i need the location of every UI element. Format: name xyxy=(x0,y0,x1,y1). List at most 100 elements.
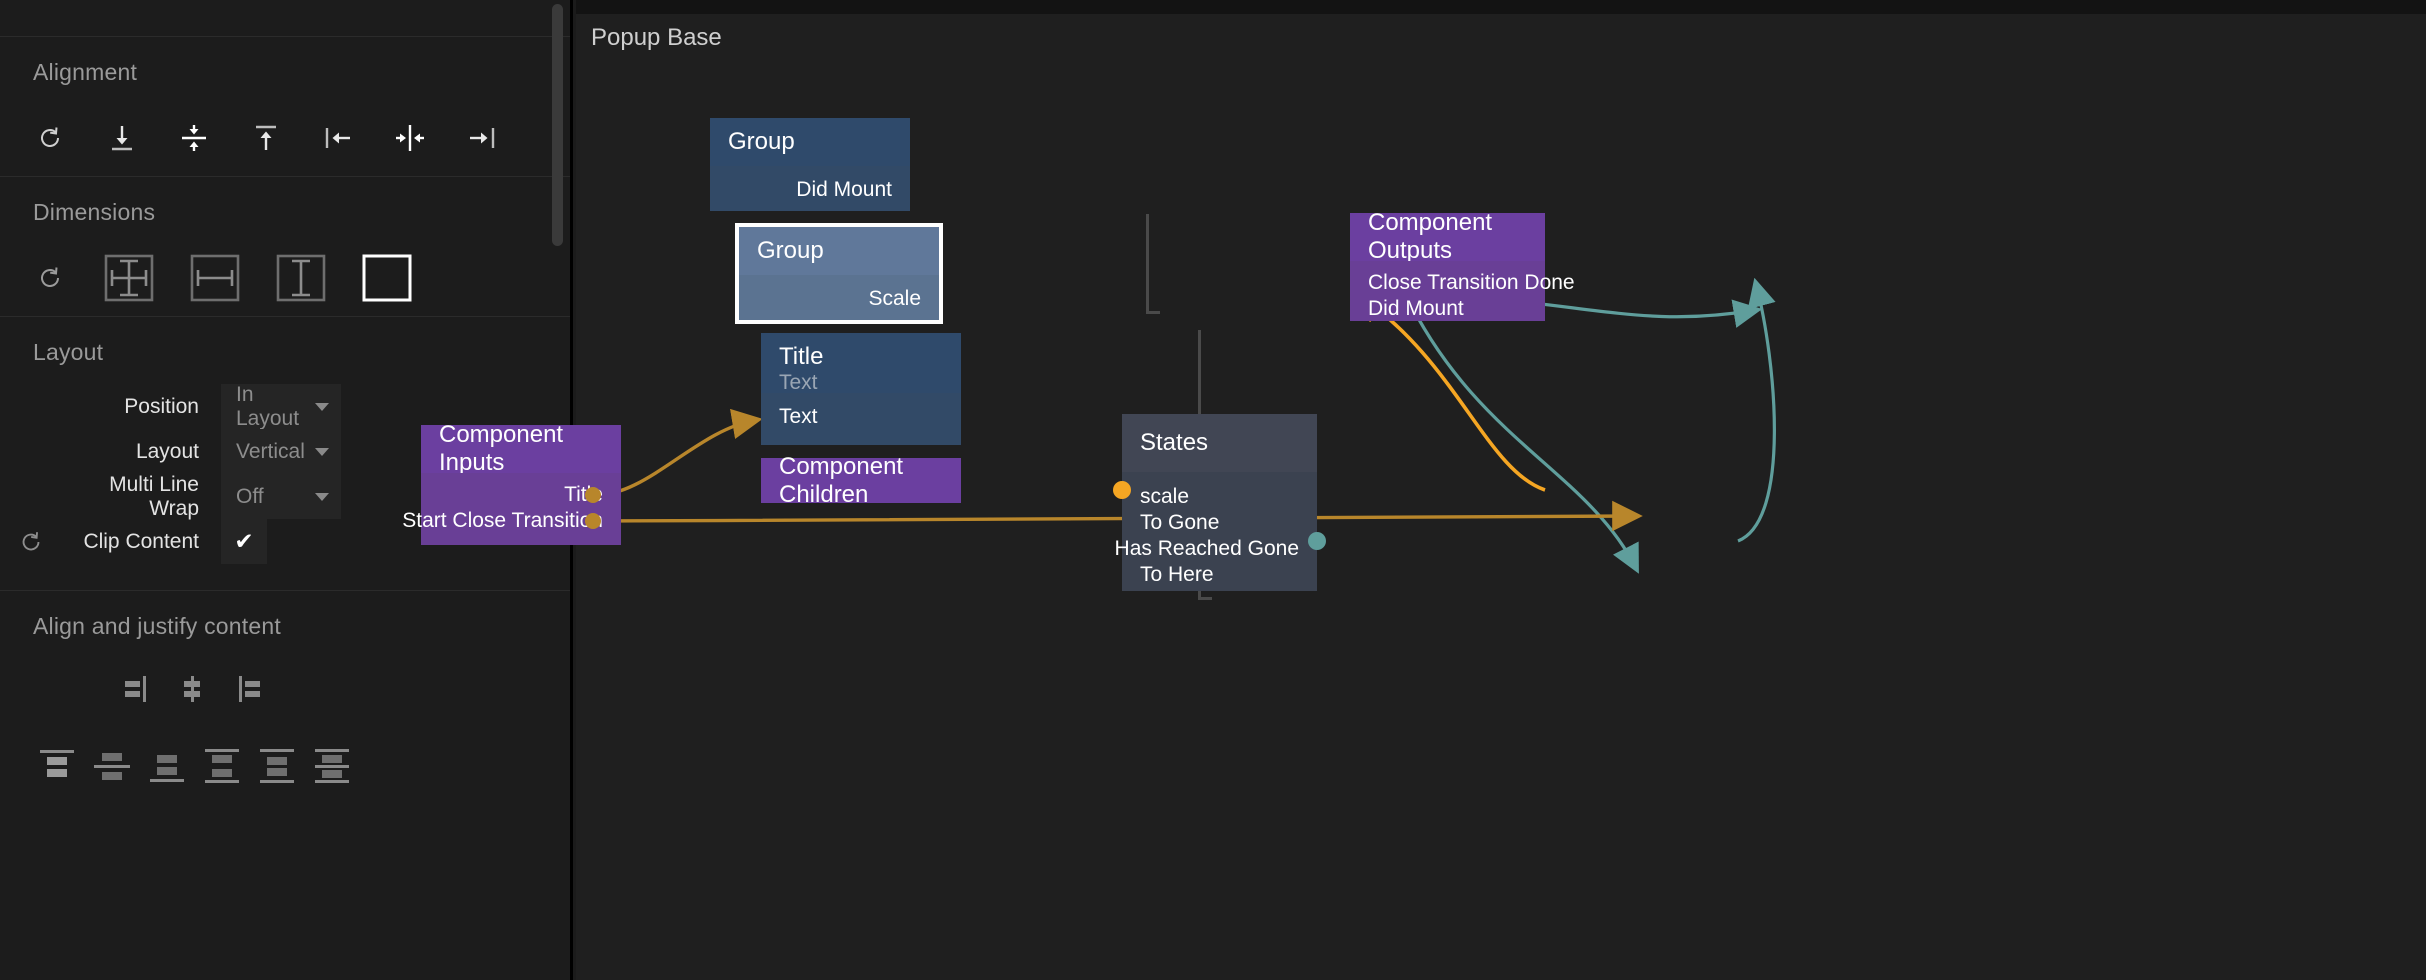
inspector-top-spacer xyxy=(0,0,570,36)
position-dropdown[interactable]: In Layout xyxy=(221,382,341,430)
layout-row-multi-line-wrap: Multi Line Wrap Off xyxy=(0,472,570,520)
node-group-parent-title: Group xyxy=(728,128,795,155)
node-component-inputs[interactable]: Component Inputs Title Start Close Trans… xyxy=(402,421,621,545)
align-content-icon-row xyxy=(0,724,570,808)
section-alignment: Alignment xyxy=(0,36,570,176)
section-layout: Layout Position In Layout Layout Vertica… xyxy=(0,316,570,590)
node-group-selected-header: Group xyxy=(739,227,939,275)
port-scale-in[interactable]: Scale xyxy=(868,287,921,310)
inspector-scrollbar[interactable] xyxy=(552,4,563,246)
multi-line-wrap-value: Off xyxy=(236,484,264,508)
section-title-align-justify: Align and justify content xyxy=(33,613,281,639)
dimensions-icon-row xyxy=(0,240,570,316)
justify-start-icon[interactable] xyxy=(112,659,165,719)
tree-line-elbow-3 xyxy=(1198,597,1212,600)
align-vertical-center-icon[interactable] xyxy=(158,108,230,168)
port-to-here[interactable]: To Here xyxy=(1140,563,1214,586)
node-title-text[interactable]: Title Text Text xyxy=(761,333,961,445)
layout-label: Layout xyxy=(135,439,199,463)
section-title-layout: Layout xyxy=(33,339,104,365)
checkmark-icon: ✔ xyxy=(234,528,254,554)
layout-row-position: Position In Layout xyxy=(0,382,570,430)
justify-end-icon[interactable] xyxy=(220,659,273,719)
align-horizontal-center-icon[interactable] xyxy=(374,108,446,168)
node-component-outputs-body: Close Transition Done Did Mount xyxy=(1350,261,1575,321)
tree-line-elbow-1 xyxy=(1146,311,1160,314)
section-title-alignment: Alignment xyxy=(33,59,138,85)
multi-line-wrap-label: Multi Line Wrap xyxy=(109,472,199,520)
justify-center-icon[interactable] xyxy=(166,659,219,719)
align-content-space-evenly-icon[interactable] xyxy=(305,736,358,796)
align-content-start-icon[interactable] xyxy=(30,736,83,796)
align-right-icon[interactable] xyxy=(446,108,518,168)
size-height-icon[interactable] xyxy=(258,248,344,308)
size-width-icon[interactable] xyxy=(172,248,258,308)
node-component-inputs-title: Component Inputs xyxy=(439,421,564,476)
clip-content-checkbox[interactable]: ✔ xyxy=(221,519,267,564)
node-component-inputs-header: Component Inputs xyxy=(421,421,621,476)
layout-row-layout: Layout Vertical xyxy=(0,429,570,474)
layout-row-clip-content: Clip Content ✔ xyxy=(0,519,570,564)
port-close-transition-done[interactable]: Close Transition Done xyxy=(1368,271,1575,294)
node-group-parent[interactable]: Group Did Mount xyxy=(710,118,910,211)
clip-content-reset-icon[interactable] xyxy=(0,528,62,556)
node-states-body: scale To Gone Has Reached Gone To Here xyxy=(1115,472,1317,591)
node-component-inputs-body: Title Start Close Transition xyxy=(402,473,621,545)
node-component-outputs-title: Component Outputs xyxy=(1368,209,1493,264)
node-component-outputs[interactable]: Component Outputs Close Transition Done … xyxy=(1350,209,1575,321)
align-content-space-around-icon[interactable] xyxy=(250,736,303,796)
chevron-down-icon xyxy=(315,402,329,411)
layout-value: Vertical xyxy=(236,439,305,463)
section-title-dimensions: Dimensions xyxy=(33,199,156,225)
canvas-top-strip xyxy=(576,0,2426,14)
port-did-mount[interactable]: Did Mount xyxy=(796,178,892,201)
node-states-header: States xyxy=(1122,414,1317,472)
position-value: In Layout xyxy=(236,382,300,430)
position-label: Position xyxy=(124,394,199,418)
chevron-down-icon xyxy=(315,492,329,501)
align-content-space-between-icon[interactable] xyxy=(195,736,248,796)
port-to-gone[interactable]: To Gone xyxy=(1140,511,1220,534)
port-did-mount-out[interactable]: Did Mount xyxy=(1368,297,1464,320)
alignment-icon-row xyxy=(0,100,570,176)
port-scale-state[interactable]: scale xyxy=(1140,485,1190,508)
node-group-parent-header: Group xyxy=(710,118,910,166)
node-component-children-header: Component Children xyxy=(761,453,961,508)
align-left-icon[interactable] xyxy=(302,108,374,168)
canvas-title: Popup Base xyxy=(591,24,722,51)
layout-rows: Position In Layout Layout Vertical xyxy=(0,380,570,590)
node-graph-canvas[interactable]: Popup Base xyxy=(402,0,2426,980)
port-text-in[interactable]: Text xyxy=(779,405,818,428)
section-align-justify: Align and justify content xyxy=(0,590,570,808)
node-component-outputs-header: Component Outputs xyxy=(1350,209,1545,264)
node-states[interactable]: States scale To Gone Has Reached Gone To… xyxy=(1115,414,1317,591)
section-dimensions: Dimensions xyxy=(0,176,570,316)
node-group-selected-body: Scale xyxy=(739,275,939,320)
layout-dropdown[interactable]: Vertical xyxy=(221,429,341,474)
node-group-selected[interactable]: Group Scale xyxy=(735,223,943,324)
align-content-end-icon[interactable] xyxy=(140,736,193,796)
size-fixed-icon[interactable] xyxy=(344,248,430,308)
node-title-text-title: Title xyxy=(779,343,824,370)
reset-dimensions-icon[interactable] xyxy=(14,248,86,308)
node-group-parent-body: Did Mount xyxy=(710,166,910,211)
clip-content-label: Clip Content xyxy=(83,529,199,553)
node-component-children[interactable]: Component Children xyxy=(761,453,961,508)
align-content-center-icon[interactable] xyxy=(85,736,138,796)
node-title-text-subtitle: Text xyxy=(779,371,818,394)
tree-line-vertical-1 xyxy=(1146,214,1149,314)
align-top-icon[interactable] xyxy=(230,108,302,168)
reset-alignment-icon[interactable] xyxy=(14,108,86,168)
size-both-icon[interactable] xyxy=(86,248,172,308)
node-title-text-body: Text xyxy=(761,393,961,445)
node-component-children-title: Component Children xyxy=(779,452,904,508)
port-title-out[interactable]: Title xyxy=(564,483,603,506)
justify-icon-row xyxy=(0,654,570,724)
port-has-reached-gone[interactable]: Has Reached Gone xyxy=(1114,537,1299,560)
align-bottom-icon[interactable] xyxy=(86,108,158,168)
node-title-text-header: Title Text xyxy=(761,333,961,394)
node-group-selected-title: Group xyxy=(757,237,824,264)
port-start-close-transition-out[interactable]: Start Close Transition xyxy=(402,509,603,532)
multi-line-wrap-dropdown[interactable]: Off xyxy=(221,474,341,519)
